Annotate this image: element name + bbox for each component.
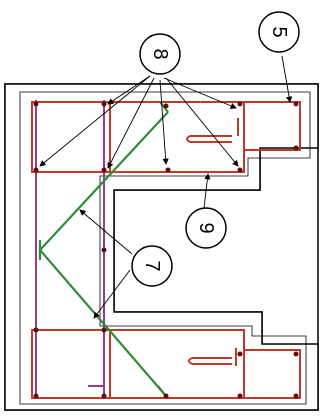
bar-dot (293, 101, 299, 107)
bar-dot (165, 167, 171, 173)
bar-dot (237, 101, 243, 107)
leader-8-a (39, 75, 151, 167)
bar-dot (33, 101, 39, 107)
callout-8: 8 (139, 33, 181, 75)
bar-dot (293, 351, 299, 357)
bar-dot (101, 167, 107, 173)
leader-9 (203, 173, 211, 209)
bar-dot (237, 167, 243, 173)
bar-dot (163, 393, 169, 399)
callout-circle (185, 207, 227, 249)
leader-8-b (107, 75, 151, 105)
bar-dot (237, 393, 243, 399)
leader-8-e (163, 77, 237, 109)
section-notch-outline (4, 83, 319, 411)
callout-label: 8 (149, 48, 171, 59)
stirrup-bottom-right (243, 349, 301, 399)
callout-5: 5 (258, 11, 300, 53)
callout-circle (258, 11, 300, 53)
callout-circle (131, 245, 173, 287)
stirrup-hook-top (186, 135, 232, 143)
bar-dot (101, 393, 107, 399)
bar-dot (293, 393, 299, 399)
leader-8-d (159, 79, 169, 165)
bar-dot (33, 327, 39, 333)
cover-line (19, 91, 311, 405)
leader-8-c (107, 77, 155, 169)
bar-dot (33, 167, 39, 173)
callout-7: 7 (131, 245, 173, 287)
bar-dot (163, 103, 169, 109)
stirrup-top-right (243, 101, 301, 151)
leader-5 (281, 55, 293, 103)
callout-9: 9 (185, 207, 227, 249)
callout-label: 5 (268, 26, 290, 37)
bar-dots (33, 101, 299, 399)
leader-7-b (93, 269, 131, 319)
bar-dot (293, 145, 299, 151)
stirrup-hook-bottom (188, 357, 232, 365)
callout-label: 9 (195, 222, 217, 233)
callout-label: 7 (141, 260, 163, 271)
bar-dot (101, 247, 107, 253)
bar-dot (33, 393, 39, 399)
bar-dot (101, 327, 107, 333)
stirrups (31, 101, 301, 399)
bar-dot (101, 101, 107, 107)
bar-dot (237, 351, 243, 357)
leader-8-f (165, 77, 239, 167)
leader-lines (39, 55, 293, 319)
callout-circle (139, 33, 181, 75)
leader-7-a (79, 209, 133, 255)
